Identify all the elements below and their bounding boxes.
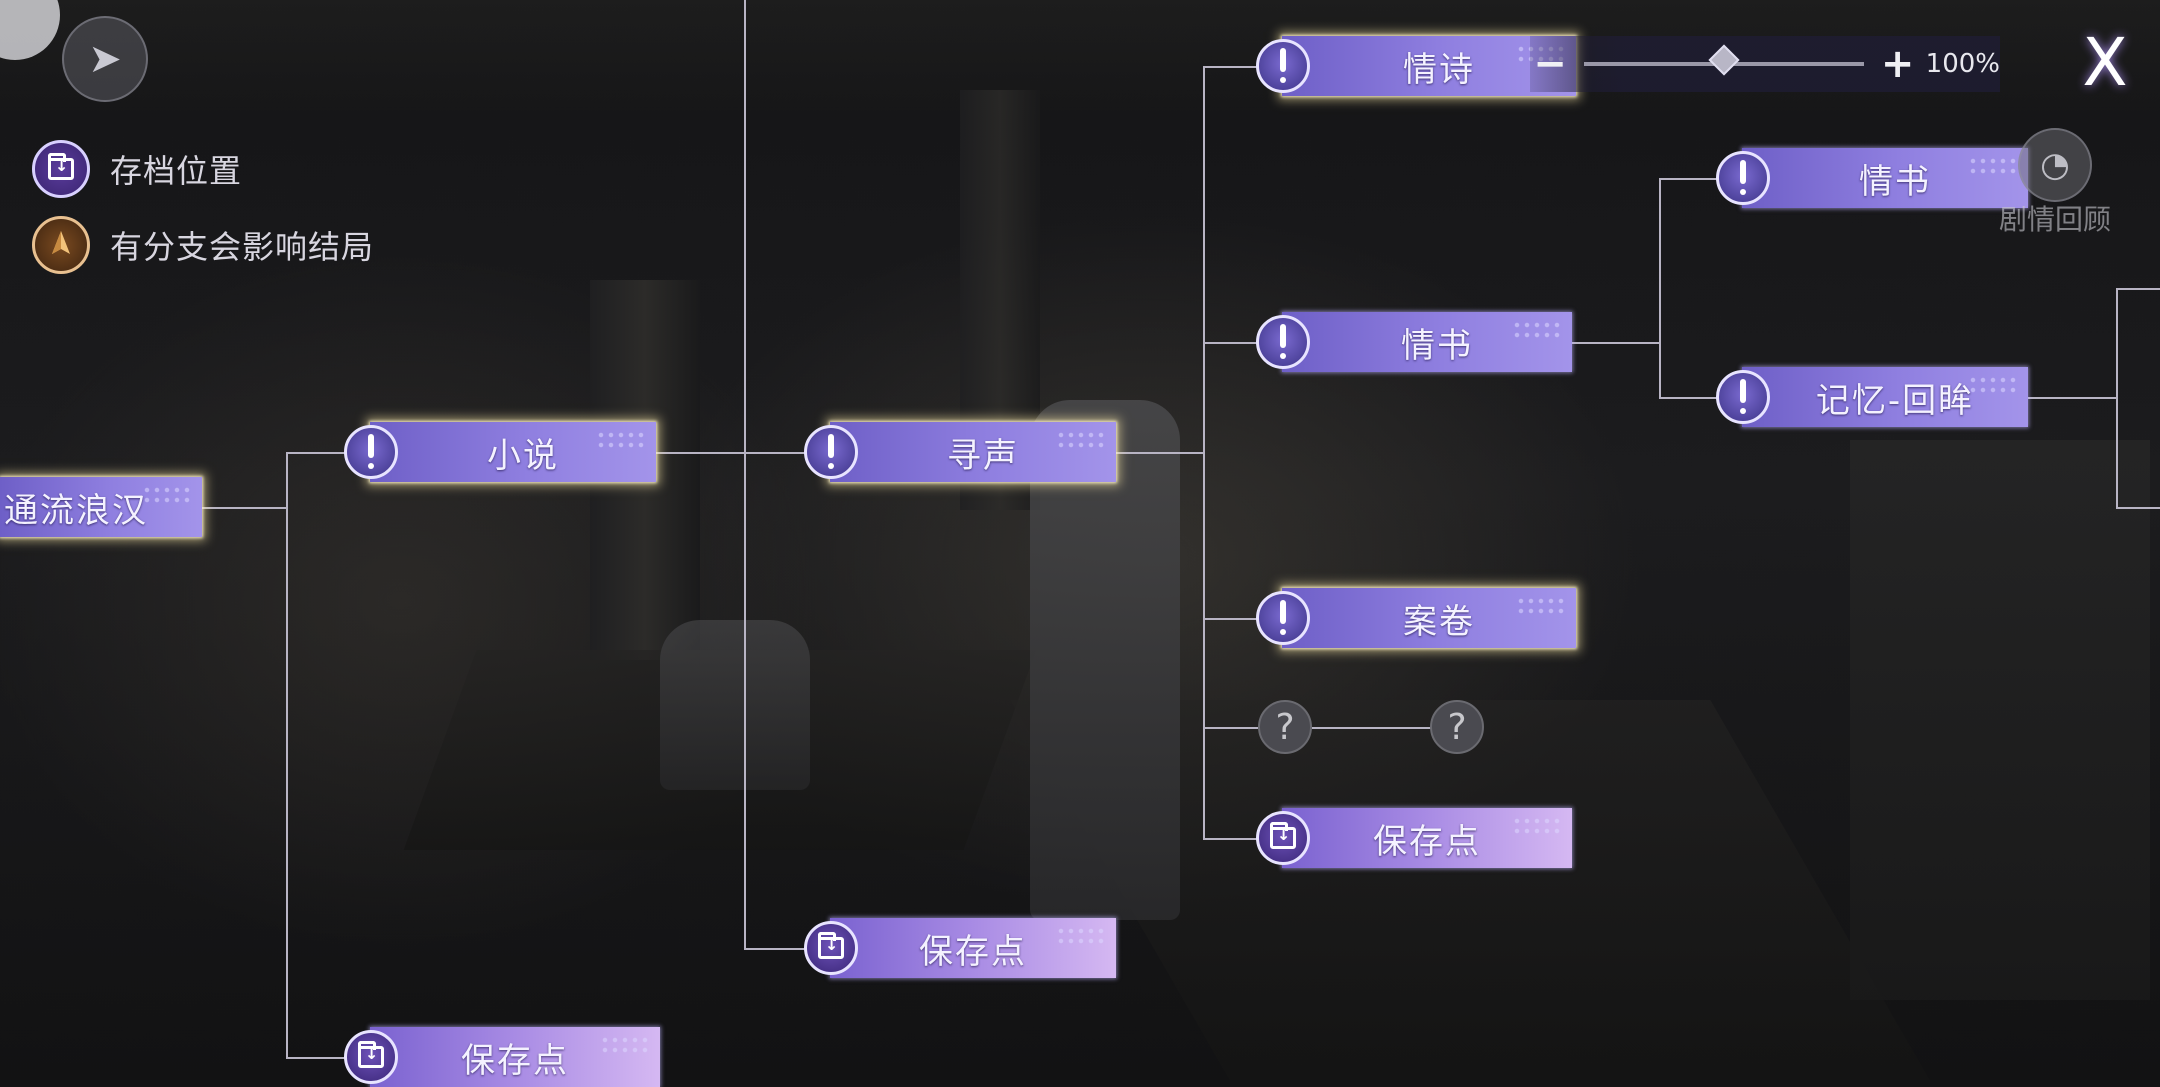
branch-alert-icon [1256, 591, 1310, 645]
branch-alert-icon [804, 425, 858, 479]
story-node-qingshi[interactable]: 情诗 [1256, 36, 1576, 96]
story-node-qingshu[interactable]: 情书 [1256, 312, 1572, 372]
branch-alert-icon [1716, 370, 1770, 424]
branch-alert-icon [1716, 151, 1770, 205]
zoom-control: − + 100% [1530, 36, 2000, 92]
story-review-label: 剧情回顾 [1998, 203, 2111, 236]
locked-node-icon: ? [1430, 700, 1484, 754]
branch-alert-icon [344, 425, 398, 479]
save-location-icon [32, 140, 90, 198]
close-button[interactable]: X [2082, 24, 2128, 101]
save-point-node[interactable]: 保存点 [804, 918, 1116, 978]
node-label: 保存点 [919, 931, 1027, 972]
story-node-qingshu-branch[interactable]: 情书 [1716, 148, 2028, 208]
node-label: 记忆-回眸 [1815, 380, 1975, 421]
story-node-anjuan[interactable]: 案卷 [1256, 588, 1576, 648]
save-location-icon [1256, 811, 1310, 865]
legend-save-location: 存档位置 [32, 140, 242, 198]
zoom-percent: 100% [1925, 49, 2001, 79]
legend-save-location-label: 存档位置 [110, 152, 243, 190]
story-review-button[interactable]: ◔ 剧情回顾 [1990, 128, 2120, 238]
node-label: 情书 [1859, 161, 1931, 202]
save-location-icon [344, 1030, 398, 1084]
zoom-slider-thumb[interactable] [1708, 44, 1740, 76]
review-icon: ◔ [2018, 128, 2092, 202]
story-node-xiaoshuo[interactable]: 小说 [344, 422, 656, 482]
locked-node-icon: ? [1258, 700, 1312, 754]
node-label: 案卷 [1403, 601, 1475, 642]
node-label: 寻声 [947, 435, 1019, 476]
back-arrow-icon: ➤ [88, 36, 122, 82]
save-point-node[interactable]: 保存点 [344, 1027, 660, 1087]
branch-alert-icon [1256, 39, 1310, 93]
story-node-xunsheng[interactable]: 寻声 [804, 422, 1116, 482]
node-label: 通流浪汉 [4, 490, 148, 531]
bg-character-standing [1030, 400, 1180, 920]
story-node-jiyi[interactable]: 记忆-回眸 [1716, 367, 2028, 427]
node-label: 保存点 [461, 1040, 569, 1081]
legend-branch-ending-label: 有分支会影响结局 [110, 228, 375, 266]
story-node-tongliu[interactable]: 通流浪汉 [0, 477, 202, 537]
node-label: 情书 [1401, 325, 1473, 366]
node-label: 情诗 [1403, 49, 1475, 90]
zoom-slider[interactable] [1583, 44, 1864, 76]
legend-branch-ending: 有分支会影响结局 [32, 216, 374, 274]
node-label: 保存点 [1373, 821, 1481, 862]
branch-ending-icon [32, 216, 90, 274]
zoom-out-button[interactable]: − [1533, 41, 1567, 87]
branch-alert-icon [1256, 315, 1310, 369]
bg-character-sitting [660, 620, 810, 790]
save-point-node[interactable]: 保存点 [1256, 808, 1572, 868]
zoom-in-button[interactable]: + [1880, 41, 1915, 87]
save-location-icon [804, 921, 858, 975]
node-label: 小说 [487, 435, 559, 476]
bg-door [1850, 440, 2150, 1000]
back-button[interactable]: ➤ [62, 16, 148, 102]
